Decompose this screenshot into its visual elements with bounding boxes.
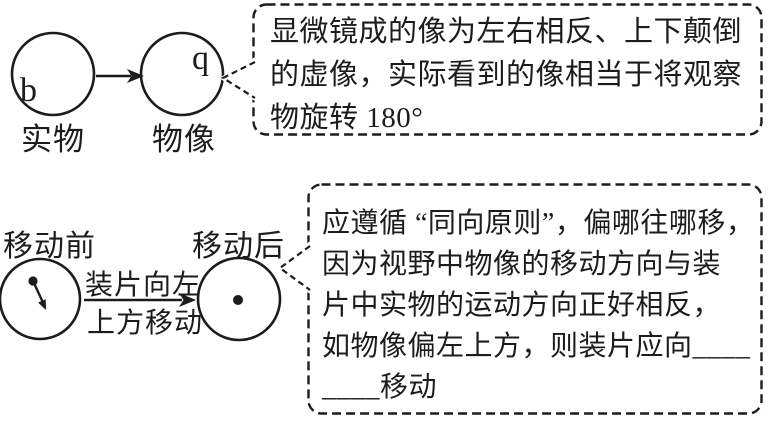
after-move-circle (196, 256, 282, 342)
drift-arrow-icon (31, 280, 46, 310)
top-callout-line: 显微镜成的像为左右相反、上下颠倒 (270, 16, 743, 48)
before-move-circle (0, 257, 82, 341)
move-arrow-icon (84, 293, 196, 307)
bottom-callout-line: 片中实物的运动方向正好相反， (322, 290, 722, 321)
image-circle (139, 31, 225, 117)
top-callout-line: 的虚像，实际看到的像相当于将观察 (270, 59, 743, 91)
bottom-callout-tail (276, 241, 311, 294)
bottom-callout-line: ____移动 (322, 372, 438, 403)
move-caption-line1: 装片向左 (85, 270, 202, 301)
image-letter: q (192, 40, 209, 77)
specimen-circle (10, 31, 96, 117)
top-callout-tail (219, 57, 256, 101)
image-label: 物像 (152, 122, 216, 157)
bottom-callout-text: 应遵循 “同向原则”，偏哪往哪移， 因为视野中物像的移动方向与装 片中实物的运动… (322, 203, 754, 408)
specimen-label: 实物 (21, 122, 85, 157)
bottom-callout-line: 如物像偏左上方，则装片应向____ (322, 331, 751, 362)
top-callout-text: 显微镜成的像为左右相反、上下颠倒 的虚像，实际看到的像相当于将观察 物旋转 18… (270, 11, 742, 140)
bottom-callout-box (307, 183, 763, 415)
after-move-label: 移动后 (192, 230, 285, 263)
specimen-letter: b (20, 72, 37, 109)
after-move-dot (233, 295, 243, 305)
move-caption-line2: 上方移动 (87, 308, 204, 339)
before-move-label: 移动前 (3, 230, 96, 263)
arrow-right-icon (96, 69, 144, 83)
top-callout-line: 物旋转 180° (270, 102, 424, 134)
bottom-callout-line: 因为视野中物像的移动方向与装 (322, 249, 722, 280)
bottom-callout-line: 应遵循 “同向原则”，偏哪往哪移， (322, 208, 755, 239)
